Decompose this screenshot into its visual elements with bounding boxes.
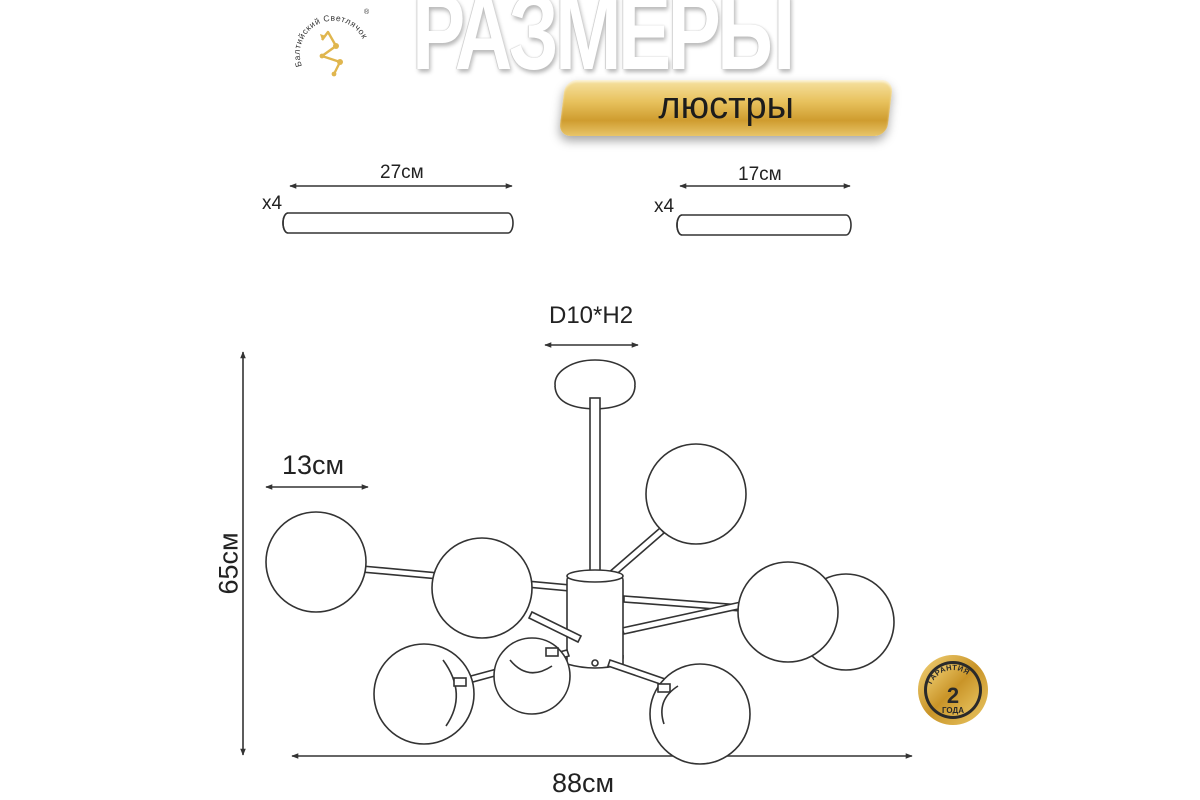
arm-rod [606, 658, 670, 688]
canopy-dimension-label: D10*H2 [549, 302, 634, 329]
stem-rod [589, 397, 601, 577]
short-rod-length-label: 17см [738, 164, 782, 185]
brand-logo: Балтийский Светлячок ® [292, 8, 370, 77]
central-body-top [566, 569, 624, 583]
height-label: 65см [213, 532, 244, 595]
width-label: 88см [552, 768, 615, 798]
short-rod-quantity-label: x4 [654, 196, 675, 217]
warranty-badge-number: 2 [947, 683, 959, 708]
shade-diameter-label: 13см [282, 450, 345, 480]
long-rod-shape [282, 212, 514, 234]
globe-shade [649, 663, 751, 765]
socket-cap [657, 683, 671, 693]
central-body [566, 575, 624, 663]
globe-socket [509, 659, 553, 674]
globe-shade [645, 443, 747, 545]
socket-cap [545, 647, 559, 657]
globe-shade [493, 637, 571, 715]
long-rod-quantity-label: x4 [262, 193, 283, 214]
short-rod-part [676, 183, 852, 236]
long-rod-length-label: 27см [380, 162, 424, 183]
globe-shade [431, 537, 533, 639]
long-rod-part [282, 183, 514, 234]
registered-mark: ® [364, 8, 370, 16]
body-screw [591, 659, 599, 667]
globe-shade [737, 561, 839, 663]
firefly-constellation-icon [319, 30, 343, 77]
socket-cap [453, 677, 467, 687]
globe-shade [373, 643, 475, 745]
globe-shade [265, 511, 367, 613]
warranty-badge: ГАРАНТИЯ 2 ГОДА [918, 655, 988, 725]
warranty-badge-unit: ГОДА [942, 706, 964, 715]
short-rod-shape [676, 214, 852, 236]
globe-socket [661, 685, 679, 725]
arm-rod [527, 610, 583, 644]
chandelier-drawing [265, 359, 895, 765]
globe-socket [442, 659, 458, 727]
